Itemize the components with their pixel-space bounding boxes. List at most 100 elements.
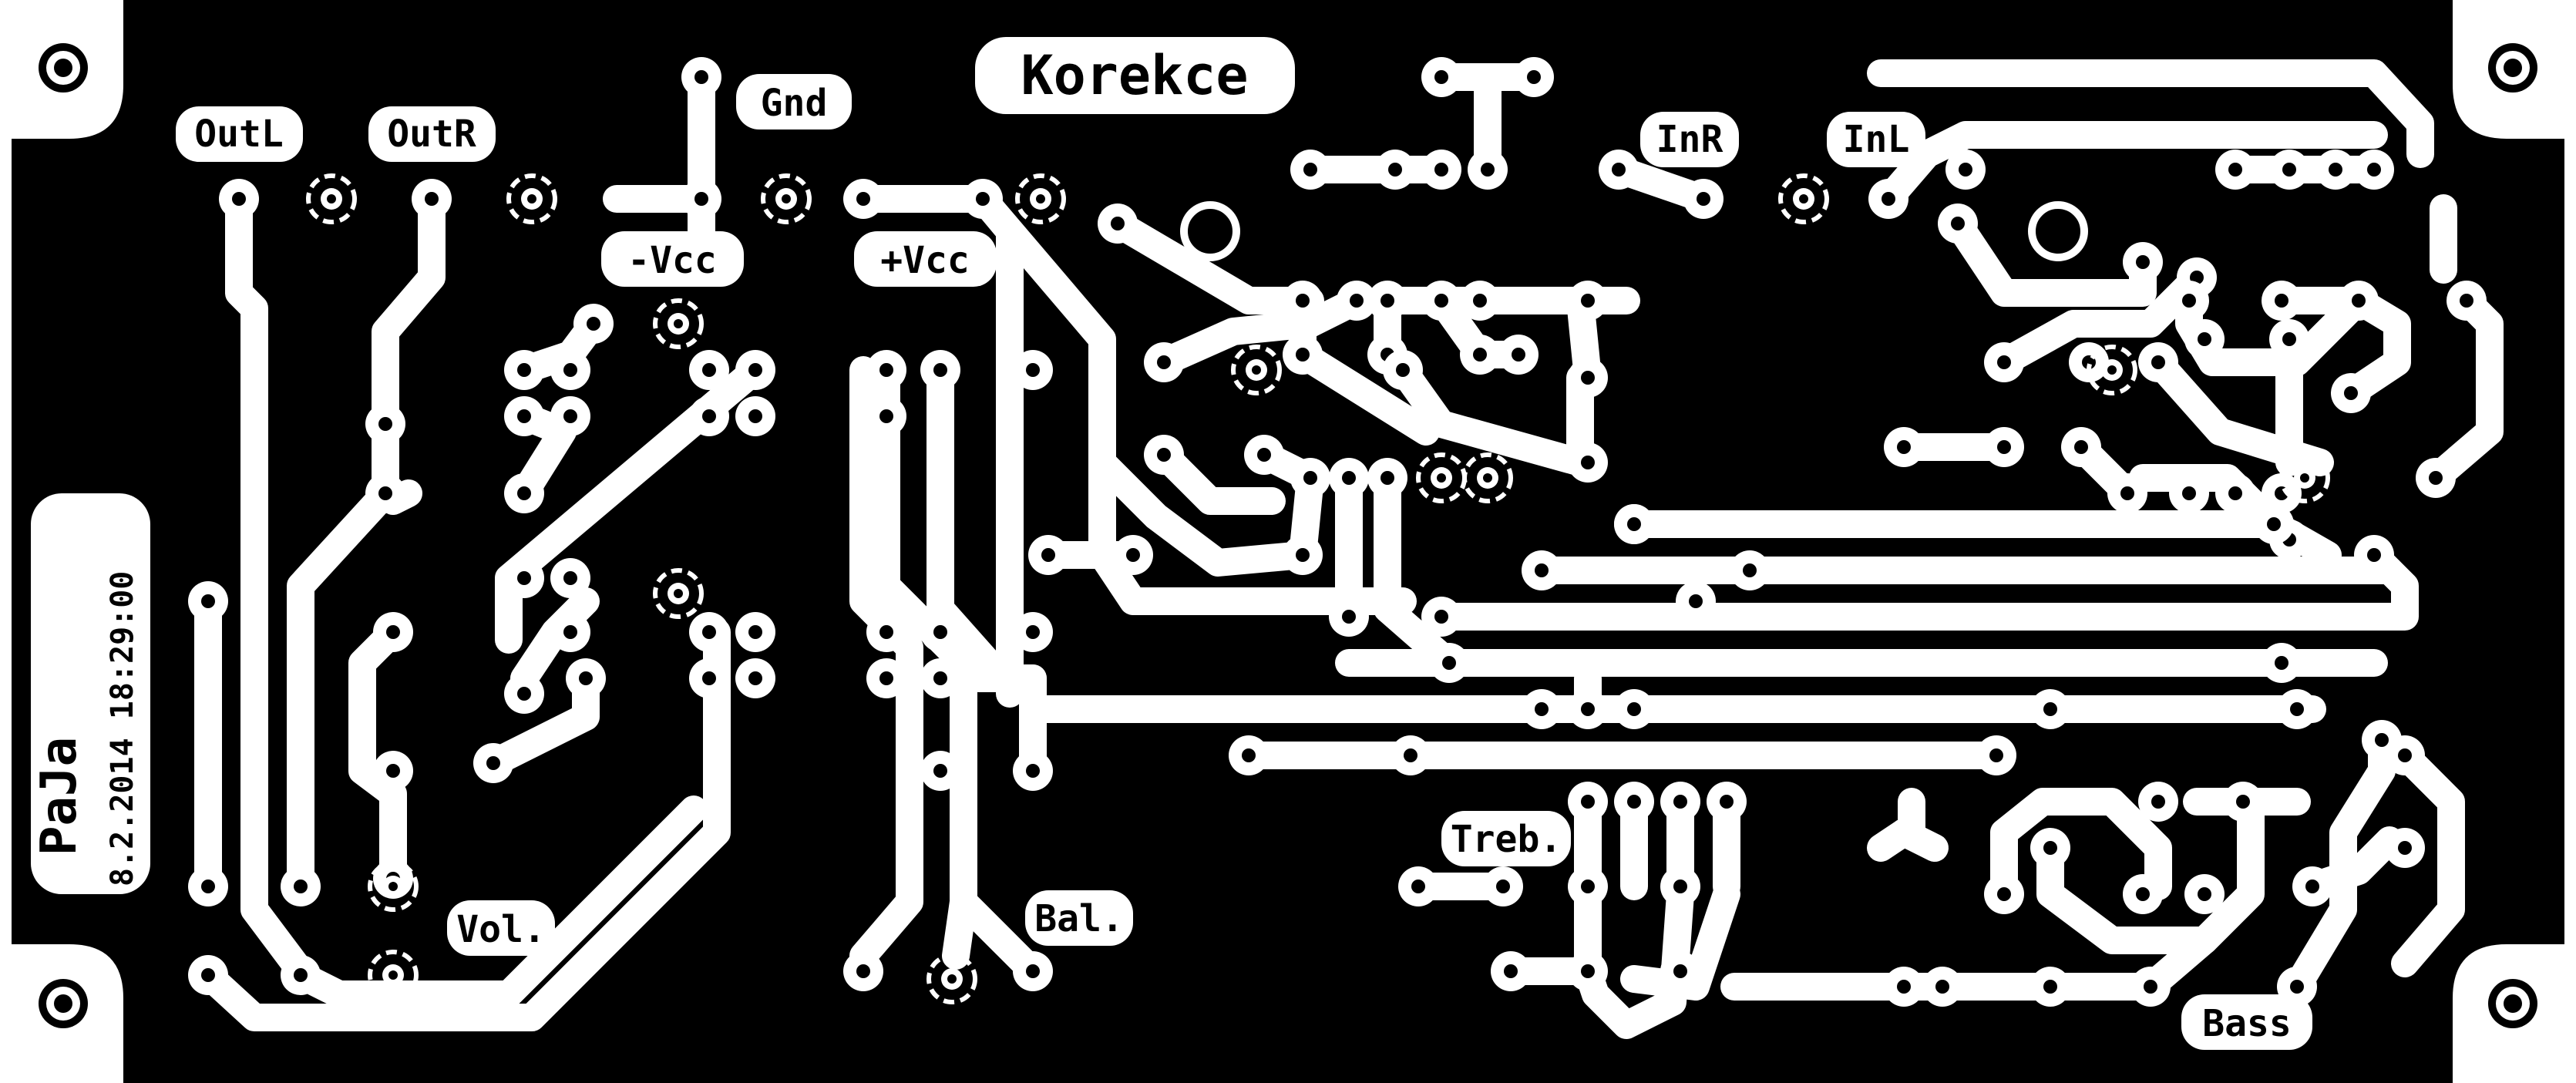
pad-drill [294,968,308,982]
pad-drill [2398,748,2412,762]
pad-drill [517,687,531,701]
label-in-l: InL [1827,112,1925,167]
pad-drill [2460,294,2473,308]
vol-label: Vol. [456,908,546,951]
ground-pad-ring [926,954,977,1004]
mounting-hole-bottom-left [39,979,88,1028]
pad-drill [748,671,762,685]
trace [1150,287,1370,376]
ground-pad-drill [1036,194,1045,203]
pad-drill [2267,517,2281,531]
pad-drill [2182,294,2196,308]
pad-drill [879,671,893,685]
pad-drill [1581,702,1595,716]
label-minus-vcc: -Vcc [601,231,744,287]
pad-drill [1026,964,1040,978]
pad-drill [879,625,893,639]
pad-drill [2144,980,2157,994]
pad-drill [486,756,500,770]
pad-drill [1935,980,1949,994]
pad-drill [2228,486,2242,500]
date-label: 8.2.2014 18:29:00 [105,571,140,886]
border-right [2564,0,2576,1083]
label-title: Korekce [975,37,1295,114]
pad-drill [1627,517,1641,531]
pad-drill [378,486,392,500]
pad-drill [1257,448,1271,462]
pad-drill [1434,294,1448,308]
pad-drill [1581,880,1595,893]
pad-drill [1481,163,1495,177]
pad-drill [1157,355,1171,369]
pad-drill [1527,70,1541,84]
mounting-hole-bottom-right [2488,979,2537,1028]
pad-drill [1697,192,1710,206]
pad-drill [933,764,947,778]
pad-drill [2367,163,2381,177]
pad-drill [1296,294,1310,308]
pad-drill [1473,294,1487,308]
ground-pad-drill [1252,365,1261,375]
pot-mounting-hole [2028,201,2088,261]
pad-drill [1882,192,1895,206]
pad-drill [517,571,531,585]
pad-drill [748,625,762,639]
pad-drill [201,968,215,982]
ground-pad-drill [674,589,683,598]
ground-pad-ring [1231,345,1282,395]
trace [2283,726,2396,1001]
pad-drill [517,363,531,377]
trace [348,618,407,893]
pad-drill [2182,486,2196,500]
ground-pad-ring [506,173,557,224]
pad-drill [2198,332,2211,346]
pad-drill [2136,887,2150,901]
pad-drill [1689,594,1703,608]
pad-drill [1350,294,1364,308]
pad-drill [563,363,577,377]
pad-drill [2043,702,2057,716]
pad-drill [1535,702,1549,716]
pad-drill [2305,880,2319,893]
pad-drill [1026,363,1040,377]
pad-drill [201,594,215,608]
ground-pad-drill [1437,473,1446,483]
ground-pad-drill [947,974,957,984]
pad-drill [2198,887,2211,901]
trace [1867,59,2434,168]
trace [2391,742,2465,977]
pad-drill [2275,656,2288,670]
trace [1374,464,1463,677]
plus-vcc-label: +Vcc [880,239,970,282]
pad-drill [2120,486,2134,500]
pad-drill [1897,980,1911,994]
pad-drill [702,625,716,639]
pad-drill [1041,548,1055,562]
pad-drill [2190,271,2204,284]
out-r-label: OutR [387,113,476,156]
pad-drill [1303,471,1317,485]
pad-drill [1342,471,1356,485]
pad-drill [1434,610,1448,624]
pad-drill [856,192,870,206]
pad-drill [1442,656,1456,670]
trace [1875,121,2388,213]
pad-drill [976,192,990,206]
in-r-label: InR [1656,118,1723,161]
pad-drill [1296,548,1310,562]
trace [849,356,923,970]
pad-drill [702,409,716,423]
pad-drill [2290,980,2304,994]
pad-drill [1627,795,1641,809]
pad-drill [1535,563,1549,577]
pad-drill [378,417,392,431]
pad-drill [1496,880,1510,893]
pad-drill [2275,294,2288,308]
solder-pads [188,57,2487,1007]
pad-drill [1504,964,1518,978]
pad-drill [2329,163,2342,177]
pad-drill [1157,448,1171,462]
pad-drill [294,880,308,893]
pad-drill [1997,355,2011,369]
